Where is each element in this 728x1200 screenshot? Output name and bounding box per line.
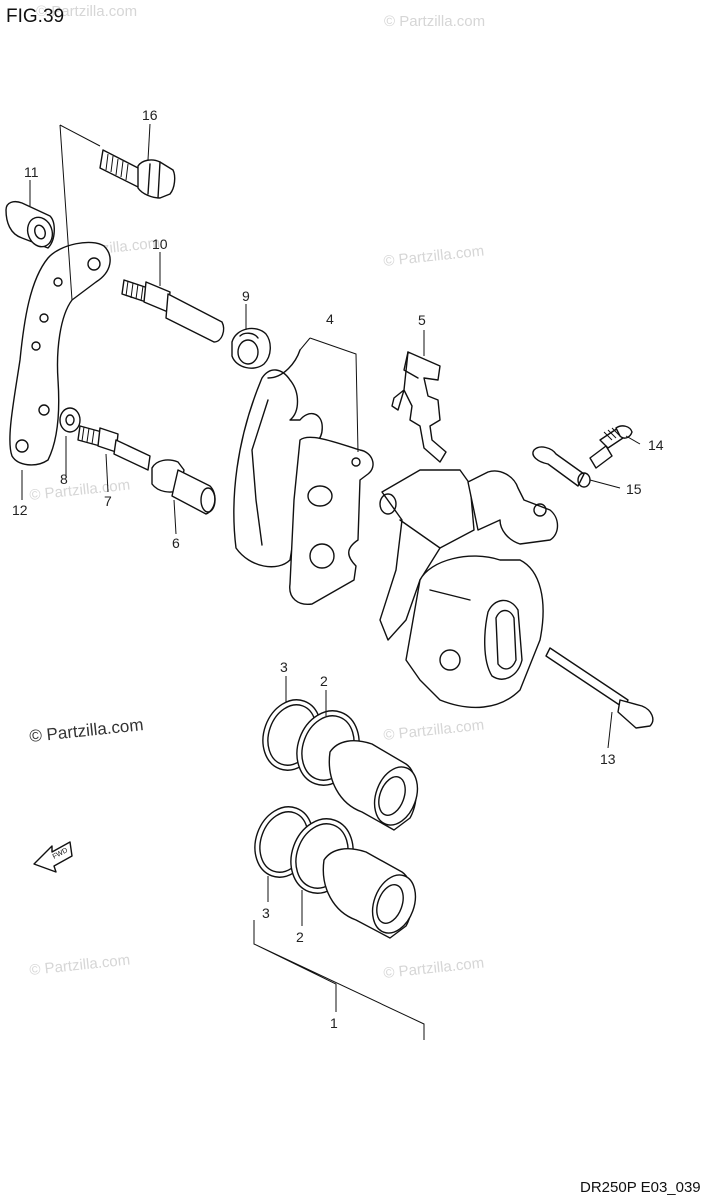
- part-10-pin: [121, 279, 225, 343]
- figure-title: FIG.39: [6, 6, 64, 27]
- watermark-text: © Partzilla.com: [383, 955, 485, 982]
- callout-labels: 16 11 10 9 4 5 14 15 8 7 12 6 3 2 13 3 2…: [12, 107, 664, 1031]
- watermark-text: © Partzilla.com: [383, 243, 485, 270]
- callout-5: 5: [418, 312, 426, 328]
- figure-code: DR250P E03_039: [580, 1179, 701, 1196]
- callout-1: 1: [330, 1015, 338, 1031]
- part-7-bolt: [77, 425, 151, 471]
- callout-2-upper: 2: [320, 673, 328, 689]
- caliper-body: [379, 469, 559, 709]
- leader-lines: [21, 123, 641, 926]
- callout-12: 13: [600, 751, 616, 767]
- part-12-pin-bolt: [545, 647, 654, 729]
- callout-2-lower: 2: [296, 929, 304, 945]
- callout-16: 16: [142, 107, 158, 123]
- part-13-bracket: [9, 241, 111, 466]
- watermark-text: © Partzilla.com: [384, 13, 485, 30]
- piston-set-upper: [262, 699, 419, 831]
- part-14-bleeder: [589, 425, 633, 469]
- watermark-text: © Partzilla.com: [383, 717, 485, 744]
- callout-13: 12: [12, 502, 28, 518]
- watermark-text: © Partzilla.com: [36, 3, 137, 20]
- callout-15: 15: [626, 481, 642, 497]
- part-8-washer: [59, 407, 81, 433]
- callout-10: 10: [152, 236, 168, 252]
- part-9-boot: [231, 327, 271, 369]
- callout-4: 4: [326, 311, 334, 327]
- part-15-cap: [532, 446, 591, 488]
- callout-3-upper: 3: [280, 659, 288, 675]
- callout-6: 6: [172, 535, 180, 551]
- part-5-clip: [391, 351, 447, 463]
- callout-9: 9: [242, 288, 250, 304]
- watermark-main: © Partzilla.com: [28, 715, 144, 746]
- front-arrow-icon: FWD: [33, 841, 73, 873]
- callout-8: 8: [60, 471, 68, 487]
- part-6-pin: [151, 459, 216, 515]
- part-11-sleeve: [5, 201, 55, 249]
- watermark-text: © Partzilla.com: [29, 952, 131, 979]
- callout-7: 7: [104, 493, 112, 509]
- watermark-text: © Partzilla.com: [29, 477, 131, 504]
- piston-set-lower: [254, 806, 417, 939]
- callout-14: 14: [648, 437, 664, 453]
- callout-11: 11: [24, 164, 39, 180]
- part-16-bolt: [99, 149, 176, 199]
- callout-3-lower: 3: [262, 905, 270, 921]
- part-4-pads: [233, 349, 374, 605]
